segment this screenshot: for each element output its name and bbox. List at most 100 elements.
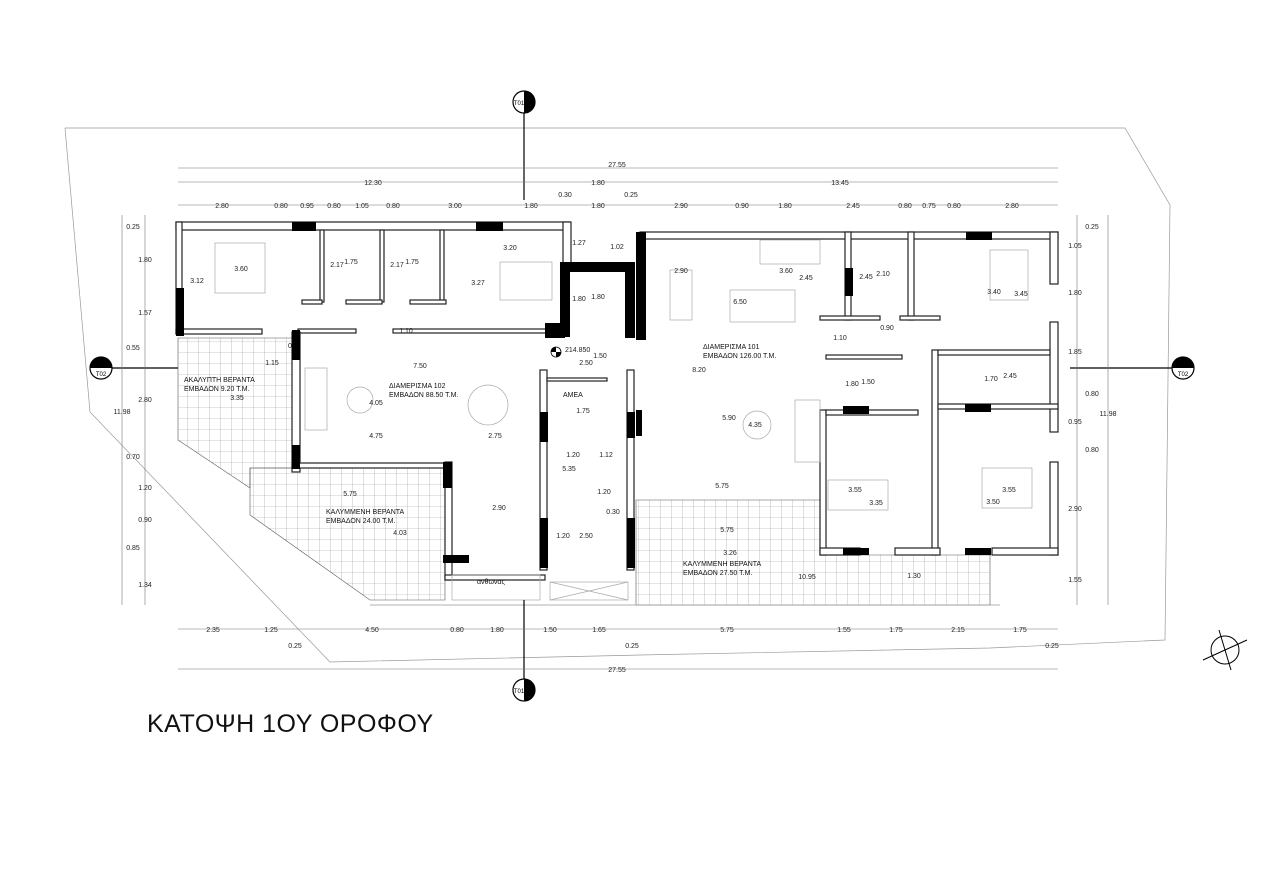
dimension-label: 2.10 <box>876 271 890 278</box>
open-veranda-label-area: ΕΜΒΑΔΟΝ 9.20 Τ.Μ. <box>184 386 250 393</box>
dimension-label: 1.65 <box>592 627 606 634</box>
dimension-label: 11.98 <box>1100 411 1117 418</box>
dimension-label: 3.35 <box>869 500 883 507</box>
dimension-label: 1.80 <box>524 203 538 210</box>
dimension-label: 0.70 <box>126 454 140 461</box>
dimension-label: 1.05 <box>1068 243 1082 250</box>
level-marker-icon <box>550 346 562 358</box>
dimension-label: 0.25 <box>625 643 639 650</box>
dimension-label: 5.75 <box>715 483 729 490</box>
dimension-label: 1.20 <box>556 533 570 540</box>
open-veranda-label-name: ΑΚΑΛΥΠΤΗ ΒΕΡΑΝΤΑ <box>184 377 255 384</box>
dimension-label: 3.60 <box>234 266 248 273</box>
dimension-label: 27.55 <box>608 667 626 674</box>
dimension-label: 1.50 <box>543 627 557 634</box>
apartment-101-label-area: ΕΜΒΑΔΟΝ 126.00 Τ.Μ. <box>703 353 776 360</box>
dimension-label: 5.75 <box>720 527 734 534</box>
dimension-label: 1.30 <box>907 573 921 580</box>
dimension-label: 2.80 <box>215 203 229 210</box>
section-marker-icon[interactable]: T02 <box>89 356 113 380</box>
dimension-label: 2.17 <box>330 262 344 269</box>
section-marker-label: T01 <box>514 689 525 695</box>
dimension-label: 1.80 <box>778 203 792 210</box>
dimension-label: 0.90 <box>880 325 894 332</box>
dimension-label: 11.98 <box>114 409 131 416</box>
dimension-label: 3.55 <box>848 487 862 494</box>
dimension-label: 4.35 <box>748 422 762 429</box>
level-mark-value: 214.850 <box>565 347 590 354</box>
covered-veranda-right-label-area: ΕΜΒΑΔΟΝ 27.50 Τ.Μ. <box>683 570 752 577</box>
dimension-label: 2.90 <box>674 203 688 210</box>
dimension-label: 1.15 <box>265 360 279 367</box>
dimension-label: 3.60 <box>779 268 793 275</box>
dimension-label: 0.30 <box>606 509 620 516</box>
section-marker-icon[interactable]: T02 <box>1171 356 1195 380</box>
dimension-label: 1.80 <box>591 294 605 301</box>
dimension-label: 1.80 <box>1068 290 1082 297</box>
dimension-label: 1.75 <box>405 259 419 266</box>
dimension-label: 1.80 <box>572 296 586 303</box>
dimension-label: 0.25 <box>624 192 638 199</box>
section-marker-icon[interactable]: T01 <box>512 678 536 702</box>
dimension-label: 0 <box>288 343 292 350</box>
accessible-room-label-name: ΑΜΕΑ <box>563 392 583 399</box>
dimension-label: 2.90 <box>674 268 688 275</box>
dimension-label: 3.55 <box>1002 487 1016 494</box>
dimension-label: 1.27 <box>572 240 586 247</box>
dimension-label: 6.50 <box>733 299 747 306</box>
dimension-label: 1.70 <box>984 376 998 383</box>
dimension-label: 2.90 <box>492 505 506 512</box>
dimension-label: 0.80 <box>327 203 341 210</box>
dimension-label: 0.30 <box>558 192 572 199</box>
covered-veranda-left-area <box>249 467 446 601</box>
dimension-label: 1.55 <box>1068 577 1082 584</box>
dimension-label: 3.20 <box>503 245 517 252</box>
section-marker-label: T02 <box>1178 372 1189 378</box>
dimension-label: 12.30 <box>364 180 382 187</box>
dimension-label: 0.80 <box>274 203 288 210</box>
dimension-label: 2.17 <box>390 262 404 269</box>
section-marker-icon[interactable]: T01 <box>512 90 536 114</box>
dimension-label: 2.45 <box>859 274 873 281</box>
dimension-label: 10.95 <box>798 574 816 581</box>
dimension-label: 5.75 <box>720 627 734 634</box>
dimension-label: 1.75 <box>1013 627 1027 634</box>
dimension-label: 0.80 <box>450 627 464 634</box>
dimension-label: 0.25 <box>1045 643 1059 650</box>
dimension-label: 1.80 <box>591 203 605 210</box>
dimension-label: 1.20 <box>566 452 580 459</box>
dimension-label: 1.10 <box>399 328 413 335</box>
dimension-label: 1.85 <box>1068 349 1082 356</box>
apartment-102-label-name: ΔΙΑΜΕΡΙΣΜΑ 102 <box>389 383 446 390</box>
dimension-label: 2.35 <box>206 627 220 634</box>
dimension-label: 3.27 <box>471 280 485 287</box>
dimension-label: 2.80 <box>138 397 152 404</box>
dimension-label: 4.03 <box>393 530 407 537</box>
dimension-label: 0.85 <box>126 545 140 552</box>
dimension-label: 0.25 <box>126 224 140 231</box>
dimension-label: 3.50 <box>986 499 1000 506</box>
dimension-label: 3.40 <box>987 289 1001 296</box>
dimension-label: 0.80 <box>386 203 400 210</box>
covered-veranda-left-label-name: ΚΑΛΥΜΜΕΝΗ ΒΕΡΑΝΤΑ <box>326 509 405 516</box>
dimension-label: 8.20 <box>692 367 706 374</box>
apartment-102-label-area: ΕΜΒΑΔΟΝ 88.50 Τ.Μ. <box>389 392 458 399</box>
dimension-label: 0.75 <box>922 203 936 210</box>
site-boundary <box>64 127 1171 663</box>
dimension-label: 2.50 <box>579 533 593 540</box>
columns <box>176 222 992 568</box>
dimension-label: 3.26 <box>723 550 737 557</box>
dimension-label: 3.00 <box>448 203 462 210</box>
dimension-label: 0.80 <box>1085 391 1099 398</box>
section-marker-label: T02 <box>96 372 107 378</box>
dimension-label: 0.95 <box>1068 419 1082 426</box>
dimension-label: 2.45 <box>799 275 813 282</box>
dimension-label: 2.15 <box>951 627 965 634</box>
dimension-label: 2.45 <box>1003 373 1017 380</box>
dimension-label: 7.50 <box>413 363 427 370</box>
dimension-label: 1.80 <box>591 180 605 187</box>
dimension-label: 2.90 <box>1068 506 1082 513</box>
dimension-label: 13.45 <box>831 180 849 187</box>
drawing-title: ΚΑΤΟΨΗ 1ΟΥ ΟΡΟΦΟΥ <box>147 710 434 738</box>
dimension-label: 0.80 <box>898 203 912 210</box>
